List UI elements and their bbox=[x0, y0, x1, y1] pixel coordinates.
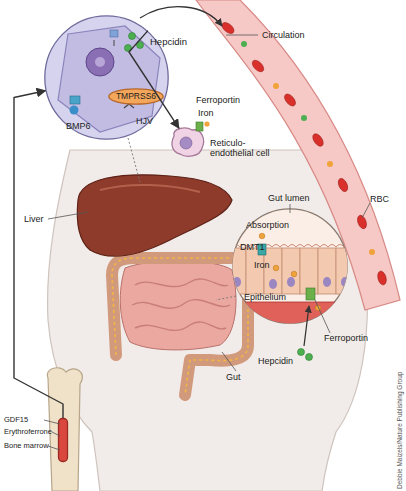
secretion-arrow bbox=[140, 7, 222, 26]
tissue-label: Bone marrow bbox=[4, 442, 49, 450]
bone-marrow-region: GDF15ErythroferroneBone marrow bbox=[58, 418, 68, 462]
cell-label: Reticulo-endothelial cell bbox=[210, 138, 276, 158]
ferroportin-channel bbox=[196, 122, 203, 131]
large-intestine bbox=[112, 258, 248, 395]
organ-label: Gut bbox=[226, 372, 241, 382]
macrophage-nucleus bbox=[180, 137, 192, 149]
capillary bbox=[228, 302, 354, 328]
inhibition-arrow bbox=[304, 306, 309, 346]
ferroportin-channel bbox=[306, 288, 315, 300]
ligand-symbol bbox=[70, 106, 79, 115]
bone-marrow-region bbox=[59, 419, 68, 462]
protein-label: HJV bbox=[136, 116, 153, 126]
protease-ellipse bbox=[109, 89, 163, 104]
absorption-vessel bbox=[112, 258, 248, 395]
bone-marrow-region-outline bbox=[58, 418, 68, 462]
macrophage-cell bbox=[172, 128, 204, 156]
iron-label: Iron bbox=[198, 108, 214, 118]
femur-bone bbox=[47, 368, 82, 491]
connector-arrow bbox=[14, 91, 63, 418]
inset-pointers bbox=[128, 138, 236, 300]
iron-label: Iron bbox=[254, 260, 270, 270]
hormone-label: Erythroferrone bbox=[4, 428, 52, 436]
receptor-symbol bbox=[70, 96, 80, 104]
organ-label: Liver bbox=[24, 214, 44, 224]
protein-label: Ferroportin bbox=[196, 95, 240, 105]
protein-label: Ferroportin bbox=[324, 333, 368, 343]
credit-watermark: Debbie Maizels/Nature Publishing Group bbox=[396, 372, 403, 489]
region-label: Gut lumen bbox=[268, 193, 310, 203]
process-label: Absorption bbox=[246, 220, 289, 230]
epithelial-cells bbox=[228, 248, 354, 294]
small-intestine bbox=[120, 261, 236, 350]
intestine-coils bbox=[132, 279, 230, 330]
liver-organ bbox=[77, 175, 232, 256]
signal-symbol bbox=[110, 30, 118, 37]
protease-ellipse: TMPRSS6 bbox=[108, 88, 164, 105]
protein-label: BMP6 bbox=[66, 121, 91, 131]
nucleus bbox=[86, 48, 114, 76]
nucleolus bbox=[95, 57, 105, 67]
iron-dot bbox=[204, 121, 209, 126]
hormone-label: GDF15 bbox=[4, 416, 28, 424]
liver-inset-circle bbox=[45, 16, 168, 139]
protein-label: TMPRSS6 bbox=[108, 92, 164, 102]
hormone-label: Hepcidin bbox=[258, 356, 293, 366]
cell-label: RBC bbox=[370, 194, 389, 204]
signal-line bbox=[114, 40, 115, 46]
gut-hepcidin-dots bbox=[298, 349, 313, 361]
tissue-label: Epithelium bbox=[244, 292, 286, 302]
body-silhouette bbox=[48, 150, 368, 491]
vessel-label: Circulation bbox=[262, 30, 305, 40]
protein-label: DMT1 bbox=[240, 242, 265, 252]
hormone-label: Hepcidin bbox=[150, 37, 187, 48]
cell-nuclei bbox=[233, 277, 349, 289]
gut-inset-circle bbox=[233, 209, 347, 323]
leader-lines bbox=[44, 35, 370, 450]
liver-highlight bbox=[100, 185, 200, 192]
